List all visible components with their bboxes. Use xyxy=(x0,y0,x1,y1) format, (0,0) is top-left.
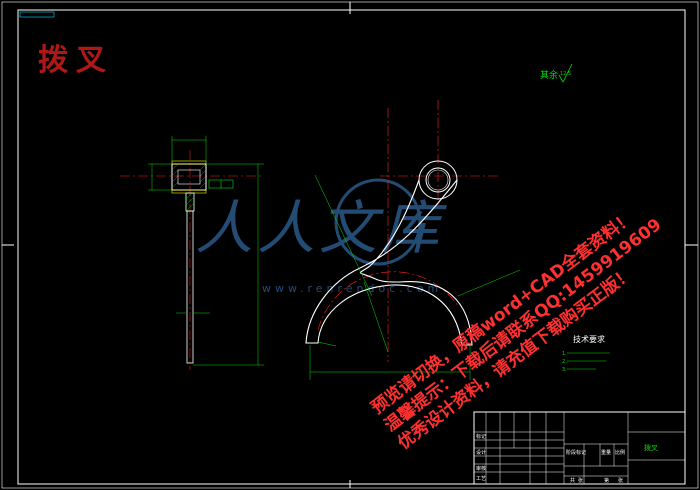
drawing-title: 拨叉 xyxy=(38,43,114,78)
title-col-label-3: 比例 xyxy=(615,449,625,456)
fork-arm-side xyxy=(186,210,194,364)
roughness-value: 12.5 xyxy=(560,71,571,77)
inner-border xyxy=(17,9,686,485)
side-view xyxy=(120,136,264,370)
title-row-label-2: 设计 xyxy=(476,449,486,456)
roughness-label: 其余 xyxy=(540,69,558,81)
tech-req-item-3: 3. xyxy=(562,367,567,373)
tech-requirements: 技术要求 1. 2. 3. xyxy=(562,334,610,373)
front-view xyxy=(305,100,521,380)
logo-text: 人人文库 xyxy=(195,194,447,262)
title-row-label-3: 审核 xyxy=(476,465,486,472)
logo-watermark: 人人文库 www.renrendoc.com xyxy=(195,178,447,295)
title-row-label-1: 标记 xyxy=(476,433,486,440)
title-col-label-2: 重量 xyxy=(601,449,611,456)
title-footer-2: 张 xyxy=(578,477,583,484)
title-col-label-1: 阶段标记 xyxy=(566,449,586,456)
fork-arc-centerline xyxy=(317,271,459,331)
roughness-note: 其余 12.5 xyxy=(540,63,573,83)
title-footer-4: 张 xyxy=(618,477,623,484)
title-row-label-4: 工艺 xyxy=(476,476,486,482)
title-footer-1: 共 xyxy=(570,477,575,484)
tech-req-heading: 技术要求 xyxy=(573,334,605,344)
roughness-symbol xyxy=(558,63,573,83)
title-part-name: 拨叉 xyxy=(644,443,658,452)
title-footer-3: 第 xyxy=(604,477,609,484)
title-block: 拨叉 标记 设计 审核 工艺 阶段标记 重量 比例 共 张 第 张 xyxy=(473,411,686,485)
tech-req-item-1: 1. xyxy=(562,351,567,357)
tech-req-item-2: 2. xyxy=(562,359,567,365)
corner-tag xyxy=(19,11,55,18)
